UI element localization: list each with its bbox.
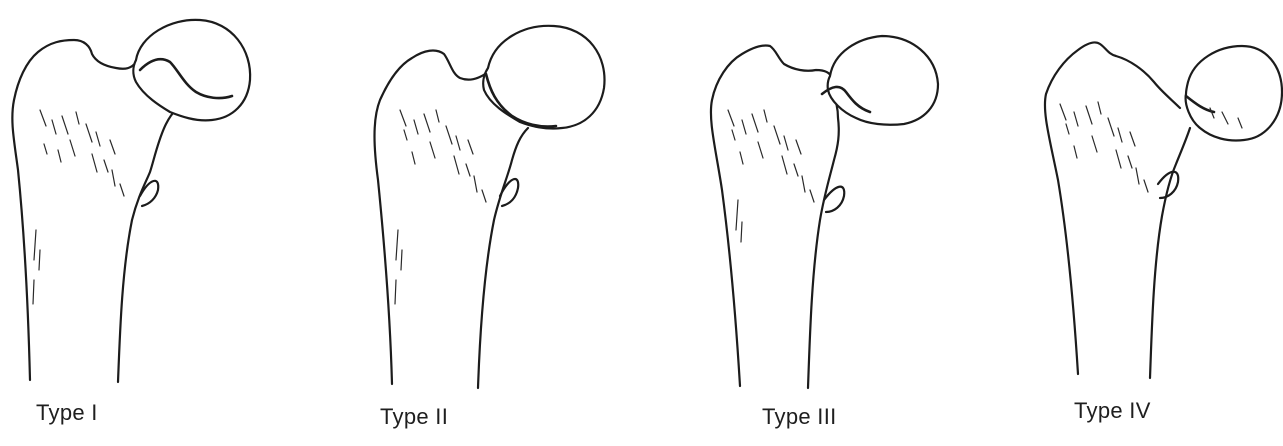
femur-drawing-type-4 [1045, 42, 1282, 378]
trabecular-hatching [33, 110, 124, 304]
femur-shaft-right [478, 128, 528, 388]
femoral-head [483, 26, 604, 129]
femur-outline [1045, 42, 1180, 374]
femoral-head [1186, 46, 1282, 141]
lesser-trochanter [500, 179, 518, 206]
lesser-trochanter [140, 181, 158, 206]
trabecular-hatching [395, 110, 486, 304]
type-2-label: Type II [380, 404, 448, 430]
femur-drawing-type-1 [12, 20, 250, 382]
type-4-label: Type IV [1074, 398, 1151, 424]
type-1-label: Type I [36, 400, 98, 426]
femur-outline [711, 45, 832, 386]
femur-shaft-right [118, 100, 190, 382]
femoral-head [133, 20, 250, 121]
femur-shaft-right [808, 92, 839, 388]
femoral-head [828, 36, 938, 125]
femur-outline [12, 40, 136, 380]
femur-outline [375, 51, 489, 384]
trabecular-hatching [728, 110, 814, 242]
type-3-label: Type III [762, 404, 837, 430]
femur-drawing-type-3 [711, 36, 938, 388]
femur-drawing-type-2 [375, 26, 605, 388]
femur-shaft-right [1150, 128, 1190, 378]
